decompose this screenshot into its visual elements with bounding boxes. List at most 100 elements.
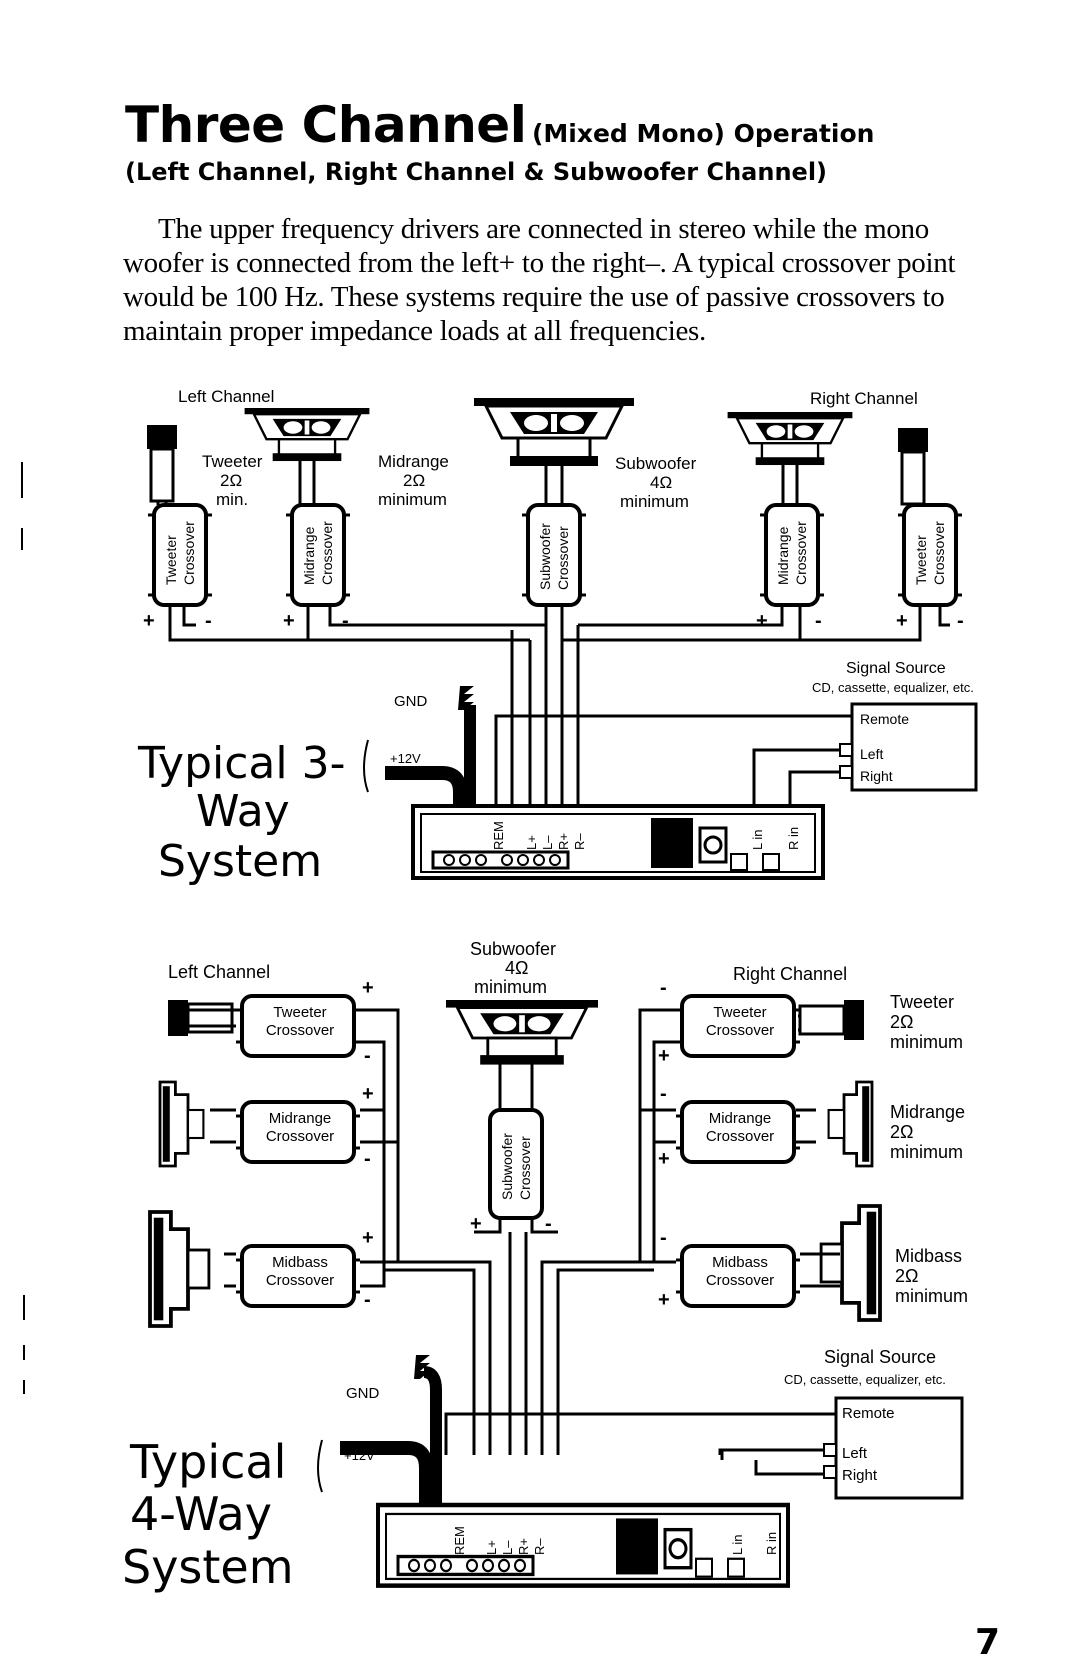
- svg-text:+: +: [658, 1148, 670, 1170]
- margin-marks: [21, 462, 25, 1394]
- d1-m4: -: [957, 610, 964, 632]
- d1-xl4a: Midrange: [775, 526, 791, 585]
- d1-xover-midrange-right: [758, 503, 826, 607]
- d1-polarity: + - + - + - + -: [143, 610, 964, 632]
- d2-wiring: [188, 1008, 840, 1476]
- d1-sl2: System: [158, 836, 322, 887]
- svg-text:-: -: [364, 1289, 371, 1311]
- d1-xl5a: Tweeter: [913, 535, 929, 585]
- d2-ts1: 2Ω: [890, 1012, 913, 1032]
- d2-xl3b: Crossover: [266, 1272, 334, 1289]
- diagram-3way: Left Channel Right Channel Tweeter 2Ω mi…: [137, 387, 978, 887]
- svg-text:-: -: [545, 1213, 552, 1235]
- d2-bs0: Midbass: [895, 1246, 962, 1266]
- d1-right-midrange: [726, 410, 854, 467]
- d1-wiring: [168, 605, 950, 820]
- d2-t2: L–: [500, 1540, 515, 1555]
- d1-t3: R+: [556, 833, 571, 850]
- d2-right-specs: Tweeter 2Ω minimum Midrange 2Ω minimum M…: [890, 992, 968, 1306]
- d1-sl1: Way: [196, 786, 290, 837]
- d1-signal-source-box: [850, 702, 978, 792]
- intro-paragraph: The upper frequency drivers are connecte…: [123, 213, 956, 347]
- d2-signal-source-sub: CD, cassette, equalizer, etc.: [784, 1372, 946, 1387]
- d2-ts2: minimum: [890, 1032, 963, 1052]
- d2-xl2a: Midrange: [269, 1110, 332, 1127]
- d1-xover-labels: Tweeter Crossover Midrange Crossover Sub…: [163, 521, 947, 590]
- d1-right-tweeter: [896, 426, 930, 506]
- d2-ss0: Subwoofer: [470, 939, 556, 959]
- d2-xl1a: Tweeter: [273, 1004, 326, 1021]
- d2-right-channel-label: Right Channel: [733, 964, 847, 984]
- d1-m3: -: [815, 610, 822, 632]
- d1-p4: +: [896, 610, 908, 632]
- d2-sub-xover-label: Subwoofer Crossover: [499, 1133, 533, 1200]
- d1-signal-source: Signal Source: [846, 660, 946, 677]
- d2-right-midbass: [819, 1204, 882, 1322]
- d1-sl0: Typical 3-: [137, 738, 345, 789]
- d2-gnd: GND: [346, 1385, 380, 1402]
- d1-midrange-spec-ohm: 2Ω: [403, 471, 425, 490]
- page-number: 7: [975, 1622, 1001, 1663]
- svg-text:+: +: [470, 1213, 482, 1235]
- d2-xl7a: Subwoofer: [499, 1133, 515, 1200]
- d2-sl0: Typical: [129, 1435, 286, 1489]
- d2-amplifier: [378, 1505, 788, 1586]
- d1-xover-tweeter-left: [146, 503, 214, 607]
- d1-left-tweeter: [145, 423, 179, 503]
- d1-left-channel-label: Left Channel: [178, 387, 274, 406]
- d2-right: Right: [842, 1467, 878, 1484]
- d1-tweeter-spec: Tweeter 2Ω min.: [202, 452, 263, 509]
- d2-sl2: System: [122, 1540, 294, 1594]
- d2-in0: L in: [730, 1535, 745, 1555]
- svg-text:-: -: [364, 1045, 371, 1067]
- d1-xl2b: Crossover: [319, 521, 335, 585]
- page-subtitle: (Left Channel, Right Channel & Subwoofer…: [125, 158, 828, 186]
- d2-in1: R in: [764, 1532, 779, 1555]
- d1-m1: -: [205, 610, 212, 632]
- d1-tweeter-spec-name: Tweeter: [202, 452, 263, 471]
- svg-text:-: -: [660, 1083, 667, 1105]
- d2-xover-subwoofer: [488, 1108, 544, 1220]
- d1-midrange-spec-name: Midrange: [378, 452, 449, 471]
- d2-12v: +12V: [344, 1448, 375, 1463]
- svg-text:-: -: [660, 977, 667, 999]
- d2-xl4a: Tweeter: [713, 1004, 766, 1021]
- d1-m2: -: [342, 610, 349, 632]
- d2-right-midrange: [827, 1080, 874, 1168]
- d2-t3: R+: [516, 1538, 531, 1555]
- d1-subwoofer-spec: Subwoofer 4Ω minimum: [615, 454, 697, 511]
- d1-xl3a: Subwoofer: [537, 523, 553, 590]
- d2-left-tweeter: [168, 1000, 234, 1036]
- d2-left-midrange: [158, 1080, 205, 1168]
- d2-sl1: 4-Way: [130, 1487, 272, 1541]
- d2-xl6a: Midbass: [712, 1254, 768, 1271]
- d2-xl5b: Crossover: [706, 1128, 774, 1145]
- d2-t4: R–: [532, 1538, 547, 1555]
- d2-t1: L+: [484, 1540, 499, 1555]
- d1-12v: +12V: [390, 751, 421, 766]
- d1-t4: R–: [572, 833, 587, 850]
- d2-right-tweeter: [798, 1000, 864, 1040]
- d1-xl1b: Crossover: [181, 521, 197, 585]
- d2-xl2b: Crossover: [266, 1128, 334, 1145]
- d1-subwoofer-spec-name: Subwoofer: [615, 454, 697, 473]
- d1-signal-source-sub: CD, cassette, equalizer, etc.: [812, 680, 974, 695]
- d1-tweeter-spec-ohm: 2Ω: [220, 471, 242, 490]
- d1-system-label: Typical 3- Way System: [137, 738, 345, 887]
- d2-left-channel-label: Left Channel: [168, 962, 270, 982]
- d2-polarity: + - + - + - - + - + - + + -: [362, 977, 670, 1311]
- d2-t0: REM: [452, 1526, 467, 1555]
- svg-text:+: +: [362, 1227, 374, 1249]
- d2-system-label: Typical 4-Way System: [122, 1435, 294, 1594]
- d1-in0: L in: [750, 830, 765, 850]
- d1-gnd: GND: [394, 693, 428, 710]
- d1-xl4b: Crossover: [793, 521, 809, 585]
- d1-midrange-spec-min: minimum: [378, 490, 447, 509]
- svg-text:+: +: [658, 1045, 670, 1067]
- svg-text:-: -: [364, 1148, 371, 1170]
- d2-ms1: 2Ω: [890, 1122, 913, 1142]
- d2-bs2: minimum: [895, 1286, 968, 1306]
- d2-bs1: 2Ω: [895, 1266, 918, 1286]
- d2-ms2: minimum: [890, 1142, 963, 1162]
